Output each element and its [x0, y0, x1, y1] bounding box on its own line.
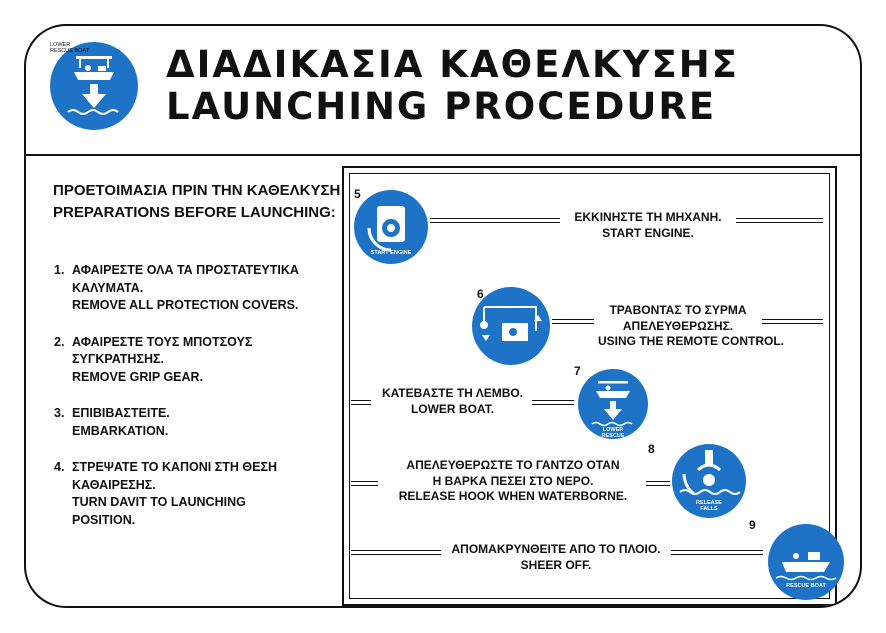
step-line: ΣΤΡΕΨΑΤΕ ΤΟ ΚΑΠΟΝΙ ΣΤΗ ΘΕΣΗ	[72, 460, 277, 474]
lower-rescue-boat-logo-icon: LOWER RESCUE BOAT	[50, 42, 138, 130]
preparations-section: ΠΡΟΕΤΟΙΜΑΣΙΑ ΠΡΙΝ ΤΗΝ ΚΑΘΕΛΚΥΣΗ PREPARAT…	[53, 180, 353, 224]
connector-line	[430, 218, 560, 223]
release-falls-icon-label: RELEASE FALLS	[695, 500, 722, 512]
step-9-text: ΑΠΟΜΑΚΡΥΝΘΕΙΤΕ ΑΠΟ ΤΟ ΠΛΟΙΟ. SHEER OFF.	[445, 542, 667, 573]
title-greek: ΔΙΑΔΙΚΑΣΙΑ ΚΑΘΕΛΚΥΣΗΣ	[166, 43, 739, 86]
release-falls-icon: RELEASE FALLS	[672, 444, 746, 518]
step-line: ΚΑΘΑΙΡΕΣΗΣ.	[72, 477, 156, 492]
step-number: 2.	[54, 334, 65, 349]
step-line: ΚΑΛΥΜΑΤΑ.	[72, 280, 144, 295]
remote-control-icon	[472, 287, 550, 365]
step-7-english: LOWER BOAT.	[410, 401, 495, 416]
launching-steps-panel: 5 START ENGINE ΕΚΚΙΝΗΣΤΕ ΤΗ ΜΗΧΑΝΗ. STAR…	[342, 166, 844, 606]
step-number: 3.	[54, 406, 65, 420]
preparation-steps-list: 1. ΑΦΑΙΡΕΣΤΕ ΟΛΑ ΤΑ ΠΡΟΣΤΑΤΕΥΤΙΚΑ ΚΑΛΥΜΑ…	[54, 262, 354, 548]
logo-label-rescue-boat: RESCUE BOAT	[50, 48, 90, 54]
preparation-step: 3. ΕΠΙΒΙΒΑΣΤΕΙΤΕ. EMBARKATION.	[54, 405, 354, 440]
step-7-number: 7	[574, 364, 581, 378]
preparation-step: 2. ΑΦΑΙΡΕΣΤΕ ΤΟΥΣ ΜΠΟΤΣΟΥΣ ΣΥΓΚΡΑΤΗΣΗΣ. …	[54, 334, 354, 387]
step-number: 4.	[54, 460, 65, 474]
step-6-greek-2: ΑΠΕΛΕΥΘΕΡΩΣΗΣ.	[622, 318, 734, 333]
connector-line	[762, 319, 823, 324]
step-9-number: 9	[749, 518, 756, 532]
sign-title: ΔΙΑΔΙΚΑΣΙΑ ΚΑΘΕΛΚΥΣΗΣ LAUNCHING PROCEDUR…	[166, 44, 739, 128]
connector-line	[736, 218, 823, 223]
step-8-number: 8	[648, 442, 655, 456]
step-6-number: 6	[477, 287, 484, 301]
start-engine-icon: START ENGINE	[354, 190, 428, 264]
step-line: POSITION.	[72, 512, 136, 527]
panel-outer-frame	[342, 166, 837, 606]
connector-line	[671, 550, 763, 555]
logo-label-lower: LOWER	[50, 42, 71, 48]
preparation-step: 1. ΑΦΑΙΡΕΣΤΕ ΟΛΑ ΤΑ ΠΡΟΣΤΑΤΕΥΤΙΚΑ ΚΑΛΥΜΑ…	[54, 262, 354, 315]
step-8-english: RELEASE HOOK WHEN WATERBORNE.	[398, 489, 628, 503]
step-line: ΑΦΑΙΡΕΣΤΕ ΤΟΥΣ ΜΠΟΤΣΟΥΣ	[72, 334, 253, 349]
step-5-text: ΕΚΚΙΝΗΣΤΕ ΤΗ ΜΗΧΑΝΗ. START ENGINE.	[564, 210, 732, 241]
lower-rescue-boat-icon-label: LOWER RESCUE BOAT	[601, 427, 625, 439]
step-number: 1.	[54, 263, 65, 277]
step-line: TURN DAVIT TO LAUNCHING	[72, 495, 246, 509]
step-5-greek: ΕΚΚΙΝΗΣΤΕ ΤΗ ΜΗΧΑΝΗ.	[574, 210, 722, 224]
sign-header: LOWER RESCUE BOAT ΔΙΑΔΙΚΑΣΙΑ ΚΑΘΕΛΚΥΣΗΣ …	[26, 26, 860, 156]
connector-line	[351, 550, 441, 555]
step-line: ΣΥΓΚΡΑΤΗΣΗΣ.	[72, 352, 164, 366]
preparations-heading-greek: ΠΡΟΕΤΟΙΜΑΣΙΑ ΠΡΙΝ ΤΗΝ ΚΑΘΕΛΚΥΣΗ	[53, 182, 341, 199]
step-8-greek-2: Η ΒΑΡΚΑ ΠΕΣΕΙ ΣΤΟ ΝΕΡΟ.	[432, 473, 594, 488]
step-line: REMOVE GRIP GEAR.	[72, 369, 204, 384]
step-9-greek: ΑΠΟΜΑΚΡΥΝΘΕΙΤΕ ΑΠΟ ΤΟ ΠΛΟΙΟ.	[451, 542, 661, 556]
preparations-heading-english: PREPARATIONS BEFORE LAUNCHING:	[53, 204, 336, 221]
step-line: ΕΠΙΒΙΒΑΣΤΕΙΤΕ.	[72, 406, 170, 420]
start-engine-icon-label: START ENGINE	[370, 250, 412, 256]
preparation-step: 4. ΣΤΡΕΨΑΤΕ ΤΟ ΚΑΠΟΝΙ ΣΤΗ ΘΕΣΗ ΚΑΘΑΙΡΕΣΗ…	[54, 459, 354, 529]
step-7-text: ΚΑΤΕΒΑΣΤΕ ΤΗ ΛΕΜΒΟ. LOWER BOAT.	[375, 386, 530, 417]
title-english: LAUNCHING PROCEDURE	[166, 85, 717, 128]
lower-rescue-boat-icon: LOWER RESCUE BOAT	[578, 369, 648, 439]
step-6-english: USING THE REMOTE CONTROL.	[598, 334, 784, 348]
step-line: ΑΦΑΙΡΕΣΤΕ ΟΛΑ ΤΑ ΠΡΟΣΤΑΤΕΥΤΙΚΑ	[72, 263, 299, 277]
step-line: REMOVE ALL PROTECTION COVERS.	[72, 298, 299, 312]
step-8-greek-1: ΑΠΕΛΕΥΘΕΡΩΣΤΕ ΤΟ ΓΑΝΤΖΟ ΟΤΑΝ	[406, 458, 620, 472]
connector-line	[532, 400, 574, 405]
step-8-text: ΑΠΕΛΕΥΘΕΡΩΣΤΕ ΤΟ ΓΑΝΤΖΟ ΟΤΑΝ Η ΒΑΡΚΑ ΠΕΣ…	[382, 458, 644, 505]
rescue-boat-icon-label: RESCUE BOAT	[786, 583, 826, 589]
step-7-greek: ΚΑΤΕΒΑΣΤΕ ΤΗ ΛΕΜΒΟ.	[381, 386, 524, 400]
connector-line	[646, 481, 670, 486]
launching-procedure-sign: LOWER RESCUE BOAT ΔΙΑΔΙΚΑΣΙΑ ΚΑΘΕΛΚΥΣΗΣ …	[24, 24, 862, 608]
connector-line	[351, 400, 371, 405]
step-5-number: 5	[354, 187, 361, 201]
step-9-english: SHEER OFF.	[520, 557, 592, 572]
step-6-text: ΤΡΑΒΟΝΤΑΣ ΤΟ ΣΥΡΜΑ ΑΠΕΛΕΥΘΕΡΩΣΗΣ. USING …	[598, 303, 784, 350]
rescue-boat-icon: RESCUE BOAT	[768, 524, 844, 600]
step-6-greek-1: ΤΡΑΒΟΝΤΑΣ ΤΟ ΣΥΡΜΑ	[609, 303, 747, 317]
connector-line	[351, 481, 378, 486]
connector-line	[552, 319, 594, 324]
step-5-english: START ENGINE.	[602, 225, 694, 240]
panel-inner-frame	[349, 173, 830, 599]
preparations-heading: ΠΡΟΕΤΟΙΜΑΣΙΑ ΠΡΙΝ ΤΗΝ ΚΑΘΕΛΚΥΣΗ PREPARAT…	[53, 180, 353, 224]
step-line: EMBARKATION.	[72, 423, 169, 438]
